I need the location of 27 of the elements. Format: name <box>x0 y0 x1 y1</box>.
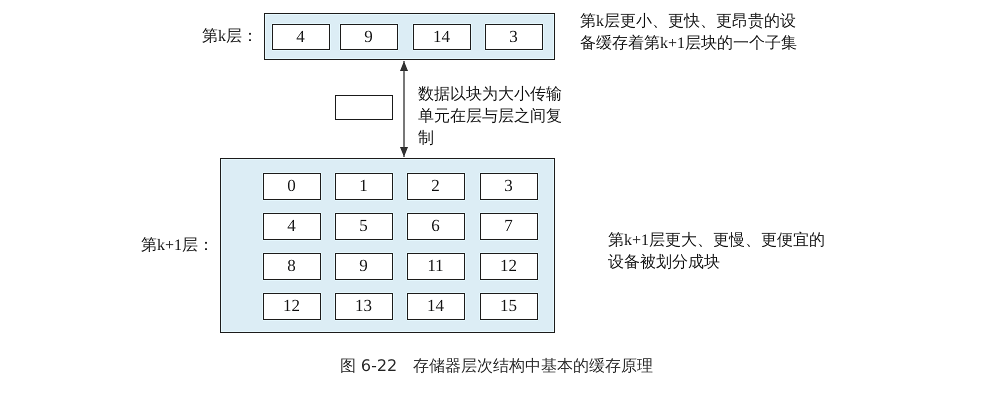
layer-label: 第k层： <box>201 26 258 46</box>
cache-block: 9 <box>340 24 398 50</box>
cache-block: 15 <box>480 292 538 320</box>
cache-block: 5 <box>334 212 392 240</box>
cache-block: 4 <box>262 212 320 240</box>
cache-block: 14 <box>412 24 470 50</box>
cache-block: 13 <box>334 292 392 320</box>
cache-block: 12 <box>262 292 320 320</box>
cache-block: 6 <box>406 212 464 240</box>
description-text: 第k+1层更大、更慢、更便宜的设备被划分成块 <box>608 230 826 273</box>
layer-label: 第k+1层： <box>140 236 214 256</box>
cache-block: 3 <box>480 172 538 200</box>
cache-block: 3 <box>484 24 542 50</box>
cache-block: 4 <box>272 24 330 50</box>
cache-block: 2 <box>406 172 464 200</box>
double-arrow <box>400 61 408 157</box>
description-text: 第k层更小、更快、更昂贵的设备缓存着第k+1层块的一个子集 <box>580 12 798 54</box>
cache-block: 7 <box>480 212 538 240</box>
cache-block: 8 <box>262 252 320 280</box>
cache-block: 1 <box>334 172 392 200</box>
cache-block: 0 <box>262 172 320 200</box>
cache-block: 14 <box>406 292 464 320</box>
cache-block: 11 <box>406 252 464 280</box>
cache-block: 12 <box>480 252 538 280</box>
figure-caption: 图 6-22 存储器层次结构中基本的缓存原理 <box>338 356 654 377</box>
empty-block <box>335 95 393 120</box>
cache-block: 9 <box>334 252 392 280</box>
